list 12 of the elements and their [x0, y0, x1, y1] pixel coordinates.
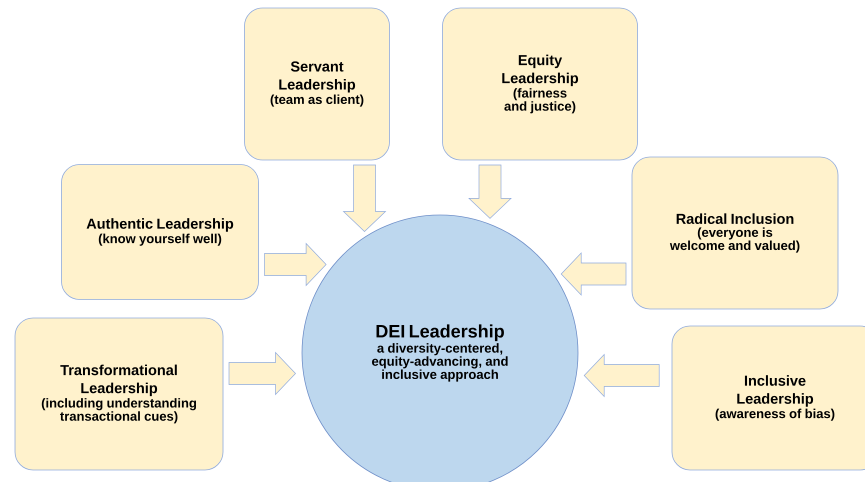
block-arrow [228, 352, 296, 396]
block-arrow [584, 354, 660, 398]
leadership-box: Servant Leadership (team as client) [244, 8, 390, 160]
block-arrow [468, 164, 512, 219]
leadership-box: Inclusive Leadership (awareness of bias) [672, 326, 865, 470]
leadership-box: Transformational Leadership (including understanding transactional cues) [14, 318, 224, 470]
leadership-box: Authentic Leadership (know yourself well) [61, 164, 259, 300]
leadership-box: Equity Leadership (fairness and justice) [442, 8, 638, 160]
block-arrow [560, 252, 626, 296]
block-arrow [342, 164, 386, 232]
block-arrow [264, 242, 327, 286]
leadership-box: Radical Inclusion (everyone is welcome and valued) [632, 156, 838, 310]
